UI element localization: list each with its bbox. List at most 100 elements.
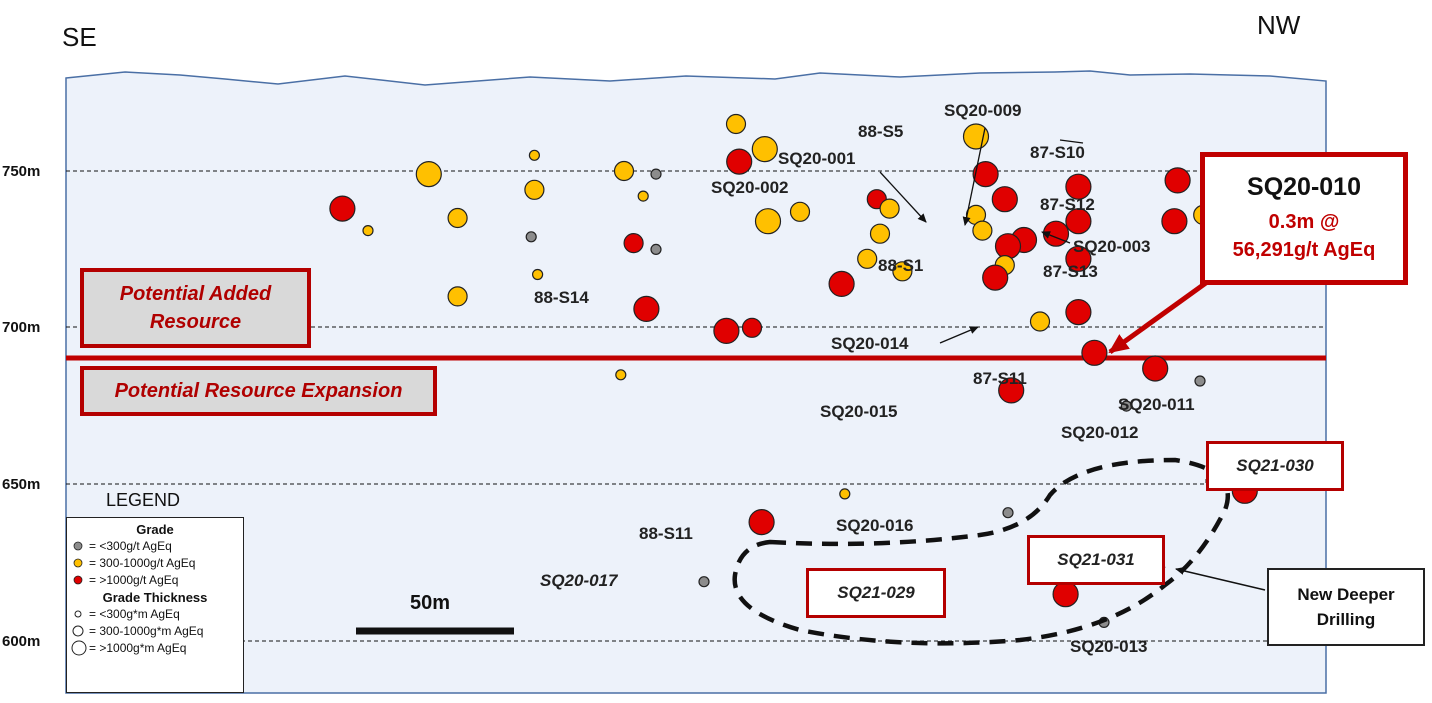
intercept-mid-grade [751,136,778,163]
intercept-mid-grade [789,201,811,222]
potential-added-resource-box: Potential Added Resource [80,268,311,348]
elev-label-600: 600m [2,633,40,650]
intercept-high-grade [1081,339,1108,366]
intercept-high-grade [726,148,753,175]
hole-label: 88-S5 [858,122,903,141]
legend-thickness-medium: = 300-1000g*m AgEq [67,622,243,639]
legend: Grade = <300g/t AgEq = 300-1000g/t AgEq … [66,517,244,693]
intercept-high-grade [1142,355,1169,382]
intercept-high-grade [1161,208,1188,235]
intercept-high-grade [982,264,1009,291]
legend-label: = >1000g*m AgEq [89,640,187,655]
elev-label-750: 750m [2,163,40,180]
intercept-low-grade [698,576,710,588]
hole-label: SQ20-016 [836,516,914,535]
pointer-arrow [879,171,927,223]
pointer-arrow [939,326,979,344]
zone-label-expansion: Potential Resource Expansion [114,380,403,402]
thickness-small-swatch-icon [74,610,82,617]
zone-label-added: Potential Added Resource [119,283,272,333]
intercept-low-grade [525,231,537,243]
intercept-high-grade [713,317,740,344]
hole-label: 87-S12 [1040,195,1095,214]
intercept-high-grade [741,317,763,338]
drill-intercepts [329,113,1258,629]
intercept-high-grade [623,233,644,254]
grade-high-swatch-icon [73,575,83,584]
planned-hole-label: SQ21-031 [1057,550,1135,569]
legend-label: = >1000g/t AgEq [89,572,179,587]
legend-grade-mid: = 300-1000g/t AgEq [67,554,243,571]
intercept-mid-grade [531,268,544,281]
callout-arrow [1108,277,1212,355]
intercept-low-grade [650,243,662,255]
legend-thickness-large: = >1000g*m AgEq [67,639,243,656]
potential-resource-expansion-box: Potential Resource Expansion [80,366,437,416]
grade-low-swatch-icon [73,541,83,550]
pointer-arrow [1059,139,1084,144]
highlight-intercept-callout: SQ20-010 0.3m @ 56,291g/t AgEq [1200,152,1408,285]
intercept-mid-grade [754,208,782,235]
planned-hole-sq21-031: SQ21-031 [1027,535,1165,585]
intercept-high-grade [994,233,1022,260]
legend-grade-heading: Grade [136,522,174,537]
intercept-high-grade [1065,245,1092,272]
intercept-high-grade [1065,208,1092,235]
elev-label-650: 650m [2,476,40,493]
legend-label: = 300-1000g/t AgEq [89,555,196,570]
hole-label: 87-S10 [1030,143,1085,162]
hole-label: SQ20-002 [711,178,789,197]
intercept-mid-grade [1029,311,1051,332]
legend-grade-high: = >1000g/t AgEq [67,571,243,588]
intercept-mid-grade [447,207,468,229]
intercept-high-grade [1065,173,1092,200]
intercept-high-grade [329,195,356,222]
intercept-low-grade [1002,507,1014,519]
hole-label: SQ20-009 [944,101,1022,120]
intercept-mid-grade [962,123,990,150]
intercept-high-grade [748,508,775,536]
legend-label: = <300g*m AgEq [89,606,180,621]
intercept-high-grade [1052,581,1079,608]
legend-title: LEGEND [106,490,181,510]
intercept-mid-grade [857,248,878,269]
intercept-high-grade [998,377,1025,404]
legend-label: = <300g/t AgEq [89,538,172,553]
hole-label: SQ20-003 [1073,237,1151,256]
grade-mid-swatch-icon [73,558,83,567]
hole-label: 88-S11 [639,524,693,543]
intercept-low-grade [1194,375,1206,387]
pointer-arrow [1041,231,1071,244]
callout-hole: SQ20-010 [1247,173,1361,201]
intercept-high-grade [1065,299,1092,326]
hole-label: SQ20-012 [1061,423,1139,442]
hole-label: SQ20-013 [1070,637,1148,656]
hole-label: SQ20-014 [831,334,909,353]
planned-hole-label: SQ21-029 [837,583,915,602]
hole-label: 87-S13 [1043,262,1098,281]
intercept-low-grade [1120,400,1133,412]
direction-nw: NW [1257,10,1301,40]
intercept-high-grade [1164,167,1191,194]
pointer-arrow [962,127,986,226]
legend-thickness-small: = <300g*m AgEq [67,605,243,622]
callout-grade: 56,291g/t AgEq [1232,239,1376,261]
intercept-mid-grade [528,149,541,161]
callout-interval: 0.3m @ [1268,211,1340,233]
planned-hole-sq21-029: SQ21-029 [806,568,946,618]
intercept-high-grade [972,161,999,188]
planned-hole-label: SQ21-030 [1236,456,1314,475]
intercept-mid-grade [869,223,891,244]
pointer-arrow [1175,566,1266,591]
intercept-mid-grade [415,161,442,188]
direction-se: SE [62,22,97,52]
hole-label: SQ20-017 [540,571,619,590]
hole-label: SQ20-011 [1118,395,1195,414]
intercept-mid-grade [447,286,468,307]
section-area [65,70,1327,694]
intercept-mid-grade [362,225,374,237]
hole-label: 88-S1 [878,256,923,275]
hole-label: SQ20-015 [820,402,898,421]
intercept-mid-grade [892,261,913,282]
